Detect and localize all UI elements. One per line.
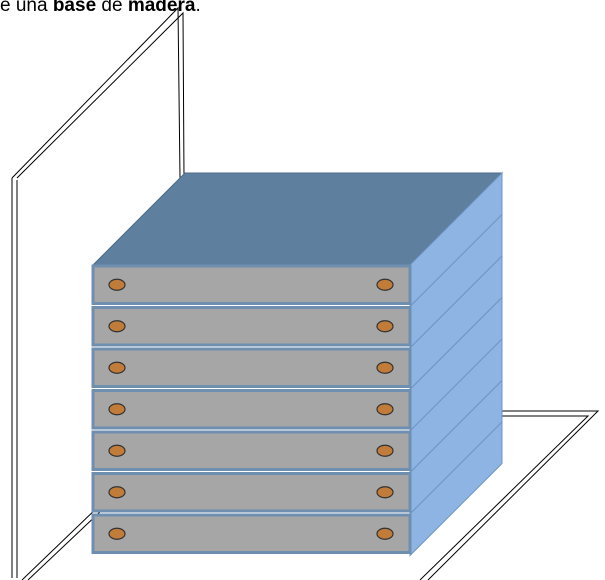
plate-front-face (91, 264, 412, 305)
screw-left-icon (108, 486, 126, 499)
plate-front-face (91, 306, 412, 347)
screw-left-icon (108, 361, 126, 374)
caption-text: e una base de madera. (0, 0, 201, 18)
caption-bold-base: base (52, 0, 97, 16)
screw-right-icon (376, 403, 394, 416)
screw-left-icon (108, 444, 126, 457)
plate-front-face (91, 389, 412, 430)
screw-left-icon (108, 278, 126, 291)
caption-part-1: e una (0, 0, 53, 16)
back-wall-panel (11, 6, 185, 578)
plate-front-face (91, 472, 412, 513)
screw-right-icon (376, 444, 394, 457)
screw-left-icon (108, 403, 126, 416)
screw-right-icon (376, 527, 394, 540)
screw-left-icon (108, 320, 126, 333)
screw-right-icon (376, 361, 394, 374)
plate-stack (91, 171, 504, 557)
caption-bold-madera: madera (127, 0, 196, 16)
plate-front-face (91, 513, 412, 554)
screw-right-icon (376, 320, 394, 333)
screw-right-icon (376, 278, 394, 291)
screw-right-icon (376, 486, 394, 499)
screw-left-icon (108, 527, 126, 540)
plate-front-face (91, 430, 412, 471)
caption-part-3: . (195, 0, 201, 16)
plate-front-face (91, 347, 412, 388)
caption-part-2: de (96, 0, 128, 16)
